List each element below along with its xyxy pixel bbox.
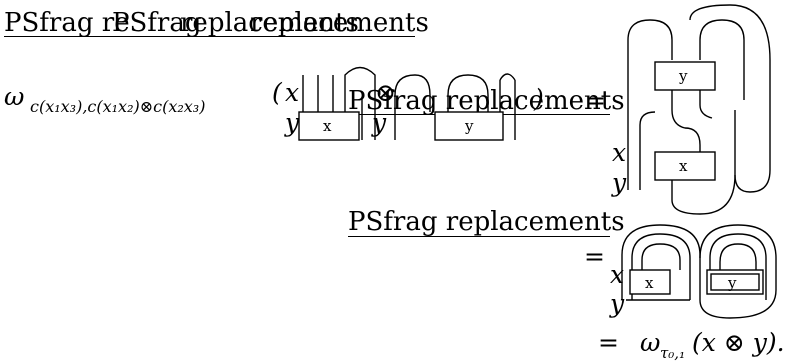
label-x-right: x: [612, 138, 627, 167]
omega-subscript: c(x₁x₃),c(x₁x₂)⊗c(x₂x₃): [30, 97, 206, 116]
box-y-label-right: y: [678, 67, 688, 85]
psfrag-header-a: PSfrag re: [4, 8, 130, 38]
box-x-label-lower: x: [645, 274, 654, 292]
psfrag-lower: PSfrag replacements: [348, 207, 625, 237]
open-paren: (: [272, 78, 282, 107]
diagram-left-x: [298, 66, 376, 141]
omega-symbol: ω: [4, 82, 25, 111]
label-y-right: y: [612, 168, 627, 197]
final-omega: ω: [640, 328, 661, 357]
close-paren: ): [534, 84, 544, 113]
psfrag-header-c: replacements: [250, 8, 429, 38]
label-y-left: y: [285, 108, 300, 137]
equals-1: =: [585, 86, 606, 115]
psfrag-header-b: PSfrag: [112, 8, 202, 38]
box-y-label-lower: y: [727, 274, 737, 292]
final-subscript: τ₀,₁: [660, 344, 686, 362]
equals-2: =: [584, 242, 605, 271]
psfrag-header-underline: [4, 36, 415, 37]
psfrag-header-c2: replacements: [180, 8, 359, 38]
box-y-label-mid: y: [464, 117, 474, 135]
final-argument: (x ⊗ y).: [692, 328, 785, 357]
tensor-symbol: ⊗: [375, 78, 396, 107]
label-y-lower: y: [610, 289, 625, 318]
box-x-label-right: x: [679, 157, 688, 175]
box-x-label-left: x: [323, 117, 332, 135]
psfrag-lower-underline: [348, 236, 610, 237]
label-x-lower: x: [610, 260, 625, 289]
label-x-left: x: [285, 78, 300, 107]
equals-3: =: [598, 328, 619, 357]
psfrag-mid: PSfrag replacements: [348, 86, 625, 116]
diagram-right-top: [627, 4, 771, 215]
diagram-lower: [621, 224, 777, 319]
diagram-mid-y: [394, 73, 516, 141]
